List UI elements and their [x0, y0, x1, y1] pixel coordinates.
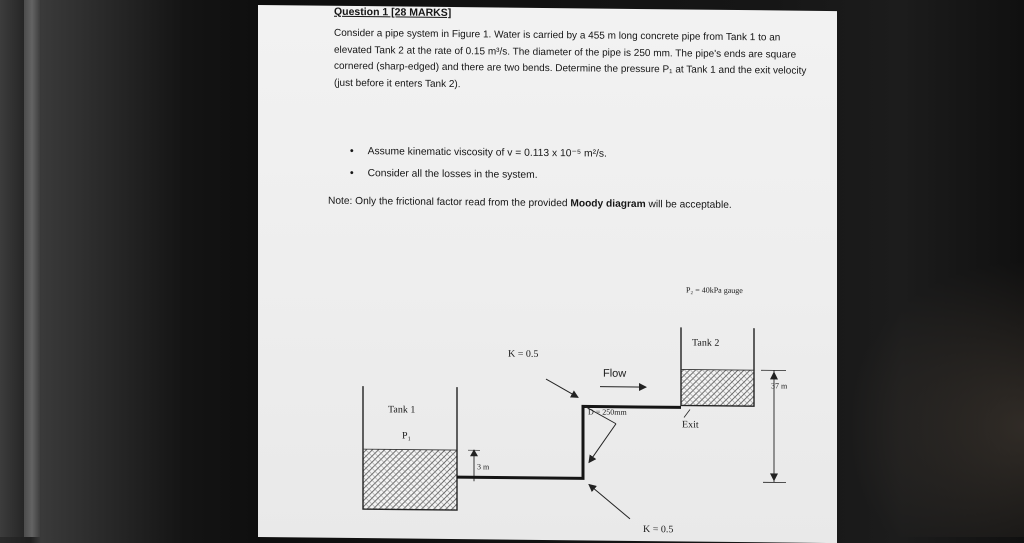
k-top-label: K = 0.5 [508, 349, 538, 360]
dim-37m-label: 37 m [771, 381, 788, 390]
bend-top-arrow-icon [546, 379, 578, 397]
question-document: Question 1 [28 MARKS] Consider a pipe sy… [258, 5, 837, 543]
dim-37m-up-arrow-icon [770, 371, 778, 379]
tank-1-label: Tank 1 [388, 404, 415, 415]
pipe-system-figure: Tank 1 P₁ 3 m D = 250mm Flow K = 0.5 K =… [258, 5, 837, 543]
diameter-label: D = 250mm [588, 407, 628, 416]
flow-label: Flow [603, 368, 626, 380]
bend-bottom-arrow-icon [589, 423, 616, 462]
dim-3m-label: 3 m [477, 462, 490, 471]
pipe [457, 405, 681, 479]
bend-bottom-pointer [589, 484, 630, 518]
tank-1-water [363, 449, 457, 510]
exit-label: Exit [682, 419, 699, 430]
dim-37m-down-arrow-icon [770, 473, 778, 481]
p2-label: P₂ = 40kPa gauge [686, 285, 743, 295]
p1-label: P₁ [402, 431, 411, 442]
tank-2-label: Tank 2 [692, 338, 719, 349]
monitor-edge [24, 0, 40, 537]
exit-pointer [684, 409, 690, 417]
tank-2-water [681, 369, 754, 406]
k-bottom-label: K = 0.5 [643, 524, 673, 535]
ambient-glow [844, 260, 1024, 537]
